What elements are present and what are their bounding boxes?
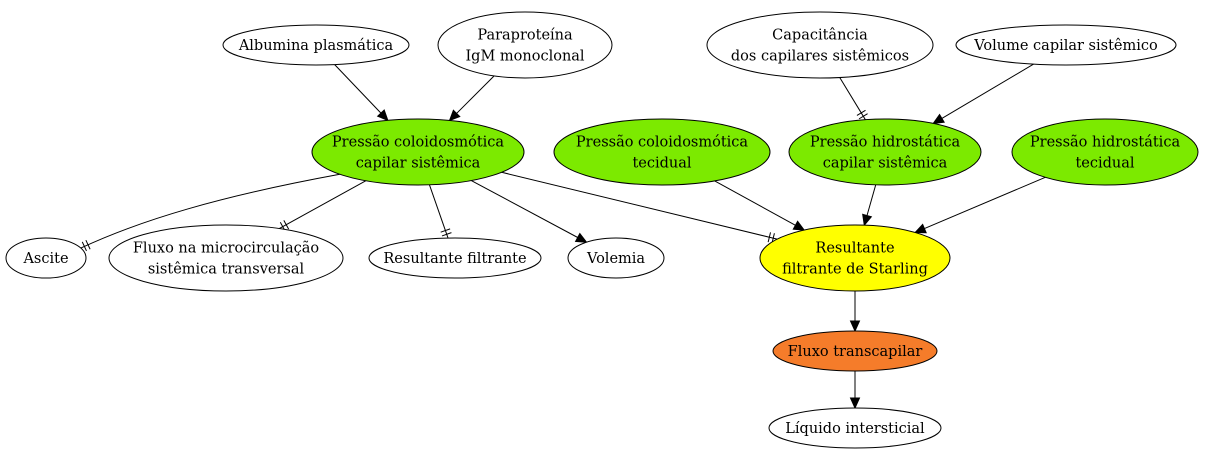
node-starling: Resultante filtrante de Starling — [759, 224, 951, 292]
inhibit-bar-icon — [858, 113, 868, 120]
node-ellipse — [437, 11, 613, 79]
arrowhead-icon — [932, 113, 945, 125]
node-resultante_filt: Resultante filtrante — [368, 237, 542, 279]
edge-phidro_cap-to-starling — [862, 184, 877, 227]
node-ellipse — [222, 24, 410, 66]
node-capacitancia: Capacitância dos capilares sistêmicos — [706, 11, 934, 79]
edge-pcoloid_cap-to-volemia — [471, 180, 588, 243]
node-label: sistêmica transversal — [148, 262, 305, 278]
edge-phidro_tec-to-starling — [914, 176, 1046, 234]
node-label: Pressão hidrostática — [1030, 135, 1181, 151]
edge-pcoloid_cap-to-fluxo_micro — [278, 180, 367, 232]
arrowhead-icon — [862, 213, 873, 227]
edge-pcoloid_tec-to-starling — [714, 180, 806, 231]
node-label: Pressão hidrostática — [810, 135, 961, 151]
node-label: dos capilares sistêmicos — [731, 49, 909, 65]
node-ellipse — [955, 24, 1177, 66]
arrowhead-icon — [792, 220, 806, 231]
node-label: Paraproteína — [477, 28, 573, 44]
node-fluxo_micro: Fluxo na microcirculação sistêmica transv… — [108, 224, 344, 292]
node-ellipse — [311, 118, 525, 186]
arrowhead-icon — [849, 397, 861, 410]
node-ellipse — [5, 237, 87, 279]
node-ellipse — [108, 224, 344, 292]
node-label: Fluxo transcapilar — [788, 344, 923, 360]
arrowhead-icon — [376, 109, 389, 122]
node-ellipse — [1011, 118, 1199, 186]
node-label: Volemia — [586, 251, 645, 267]
node-label: Fluxo na microcirculação — [133, 241, 319, 257]
node-ascite: Ascite — [5, 237, 87, 279]
node-label: Albumina plasmática — [238, 38, 394, 54]
node-label: Resultante filtrante — [383, 251, 526, 267]
node-ellipse — [768, 407, 942, 449]
edges-layer — [80, 63, 1046, 410]
node-pcoloid_tec: Pressão coloidosmótica tecidual — [553, 118, 771, 186]
node-ellipse — [553, 118, 771, 186]
inhibit-bar-icon — [81, 241, 87, 252]
arrowhead-icon — [849, 320, 861, 333]
edge-capacitancia-to-phidro_cap — [839, 77, 868, 120]
arrowhead-icon — [574, 232, 588, 243]
arrowhead-icon — [448, 109, 461, 122]
node-pcoloid_cap: Pressão coloidosmótica capilar sistêmica — [311, 118, 525, 186]
edge-volume-to-phidro_cap — [932, 63, 1034, 125]
inhibit-bar-icon — [85, 239, 91, 250]
inhibit-bar-icon — [856, 109, 866, 116]
node-fluxo_trans: Fluxo transcapilar — [772, 330, 938, 372]
node-label: filtrante de Starling — [782, 262, 928, 278]
edge-fluxo_trans-to-liquido — [849, 371, 861, 410]
edge-albumina-to-pcoloid_cap — [334, 64, 389, 122]
edge-pcoloid_cap-to-ascite — [80, 173, 340, 252]
node-phidro_tec: Pressão hidrostática tecidual — [1011, 118, 1199, 186]
node-ellipse — [772, 330, 938, 372]
node-ellipse — [706, 11, 934, 79]
node-ellipse — [759, 224, 951, 292]
node-label: tecidual — [632, 156, 691, 172]
node-ellipse — [788, 118, 982, 186]
inhibit-bar-icon — [767, 232, 772, 243]
inhibit-bar-icon — [441, 232, 452, 237]
node-albumina: Albumina plasmática — [222, 24, 410, 66]
node-label: Líquido intersticial — [785, 421, 925, 437]
node-label: Capacitância — [772, 28, 868, 44]
node-label: tecidual — [1075, 156, 1134, 172]
node-volemia: Volemia — [567, 237, 665, 279]
node-ellipse — [567, 237, 665, 279]
edge-pcoloid_cap-to-resultante_filt — [428, 184, 452, 239]
node-label: Volume capilar sistêmico — [973, 38, 1157, 54]
arrowhead-icon — [914, 223, 927, 234]
node-label: IgM monoclonal — [465, 49, 584, 65]
inhibit-bar-icon — [283, 220, 290, 230]
node-label: capilar sistêmica — [823, 156, 948, 172]
inhibit-bar-icon — [440, 228, 451, 233]
edge-starling-to-fluxo_trans — [849, 291, 861, 333]
node-label: Ascite — [22, 251, 68, 267]
node-label: Resultante — [815, 241, 894, 257]
node-label: Pressão coloidosmótica — [576, 135, 749, 151]
node-label: capilar sistêmica — [356, 156, 481, 172]
node-phidro_cap: Pressão hidrostática capilar sistêmica — [788, 118, 982, 186]
edge-paraproteina-to-pcoloid_cap — [448, 75, 495, 122]
node-liquido: Líquido intersticial — [768, 407, 942, 449]
node-volume: Volume capilar sistêmico — [955, 24, 1177, 66]
node-ellipse — [368, 237, 542, 279]
node-label: Pressão coloidosmótica — [332, 135, 505, 151]
